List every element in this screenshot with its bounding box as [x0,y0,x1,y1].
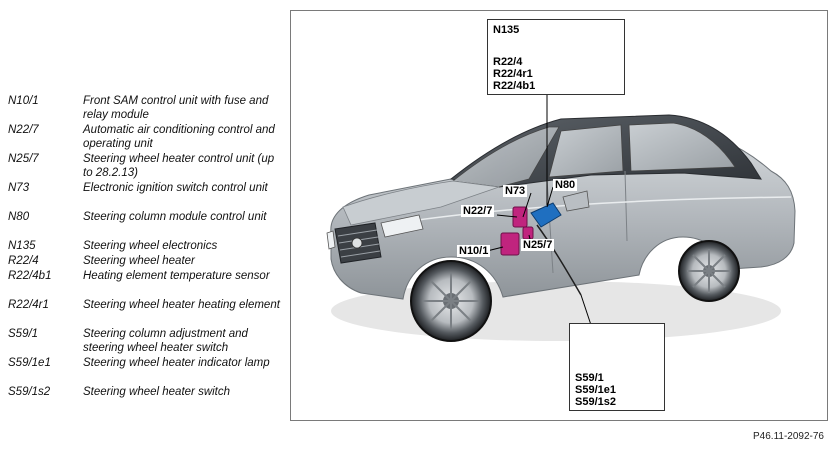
legend-item: N25/7 Steering wheel heater control unit… [8,152,280,181]
front-side-window [548,124,624,178]
door-line [546,178,554,274]
leader-line [522,192,532,218]
legend-code: R22/4 [8,255,39,267]
callout-label-s59-1e1: S59/1e1 [575,384,616,396]
steering-wheel-callout: N135 R22/4 R22/4r1 R22/4b1 [487,19,625,95]
label-n22-7: N22/7 [461,205,495,217]
windshield [452,126,560,188]
side-mirror [562,190,590,212]
callout-label-r22-4r1: R22/4r1 [493,68,533,80]
legend-code: N10/1 [8,95,39,107]
rear-wheel-spokes [687,249,731,293]
legend-code: N22/7 [8,124,39,136]
legend-description: Steering wheel electronics [83,240,218,252]
legend-item: N80 Steering column module control unit [8,210,280,239]
figure-reference: P46.11-2092-76 [753,431,824,442]
label-n80: N80 [553,179,578,191]
leader-line [580,294,592,326]
car-hood [342,180,500,226]
legend-description: Heating element temperature sensor [83,270,270,282]
legend-description: Steering column adjustment and steering … [83,328,248,354]
legend-item: R22/4 Steering wheel heater [8,254,280,269]
legend-code: N80 [8,211,30,223]
headlight [326,230,336,250]
callout-label-r22-4: R22/4 [493,56,523,68]
legend-item: N73 Electronic ignition switch control u… [8,181,280,210]
vehicle-illustration [326,25,796,363]
label-n10-1: N10/1 [457,245,491,257]
legend-item: S59/1 Steering column adjustment and ste… [8,327,280,356]
legend-description: Steering wheel heater switch [83,386,231,398]
legend-code: N73 [8,182,30,194]
steering-column-harness [536,224,582,296]
callout-label-s59-1: S59/1 [575,372,604,384]
legend-code: R22/4r1 [8,299,49,311]
legend-item: S59/1s2 Steering wheel heater switch [8,385,280,400]
legend-code: S59/1 [8,328,39,340]
legend-code: S59/1s2 [8,386,51,398]
component-n10-1 [500,232,520,256]
legend-item: R22/4r1 Steering wheel heater heating el… [8,298,280,327]
callout-label-n135: N135 [493,24,520,36]
steering-column-switch-callout: S59/1 S59/1e1 S59/1s2 [569,323,665,411]
legend-item: R22/4b1 Heating element temperature sens… [8,269,280,298]
label-n25-7: N25/7 [521,239,555,251]
door-line [624,170,628,242]
star-emblem [351,237,363,249]
legend-description: Automatic air conditioning control and o… [83,124,275,150]
rear-side-window [628,122,736,172]
legend-description: Front SAM control unit with fuse and rel… [83,95,269,121]
legend-description: Electronic ignition switch control unit [83,182,268,194]
legend-code: N25/7 [8,153,39,165]
legend-item: N22/7 Automatic air conditioning control… [8,123,280,152]
legend-item: S59/1e1 Steering wheel heater indicator … [8,356,280,385]
vehicle-diagram-frame: N135 R22/4 R22/4r1 R22/4b1 S59/1 S59/1e1… [290,10,828,421]
component-n25-7 [522,226,534,240]
legend-item: N135 Steering wheel electronics [8,239,280,254]
legend-code: R22/4b1 [8,270,52,282]
legend-description: Steering wheel heater [83,255,195,267]
legend-code: S59/1e1 [8,357,51,369]
legend-code: N135 [8,240,36,252]
leader-line [496,214,518,218]
legend-description: Steering wheel heater heating element [83,299,280,311]
component-legend: N10/1 Front SAM control unit with fuse a… [8,94,280,400]
leader-line [546,186,554,208]
headlight [380,214,424,238]
label-n73: N73 [503,185,528,197]
callout-label-s59-1s2: S59/1s2 [575,396,616,408]
legend-description: Steering wheel heater indicator lamp [83,357,270,369]
legend-item: N10/1 Front SAM control unit with fuse a… [8,94,280,123]
legend-description: Steering wheel heater control unit (up t… [83,153,275,179]
front-wheel-spokes [423,273,479,329]
callout-label-r22-4b1: R22/4b1 [493,80,536,92]
component-n80 [530,202,562,228]
legend-description: Steering column module control unit [83,211,267,223]
